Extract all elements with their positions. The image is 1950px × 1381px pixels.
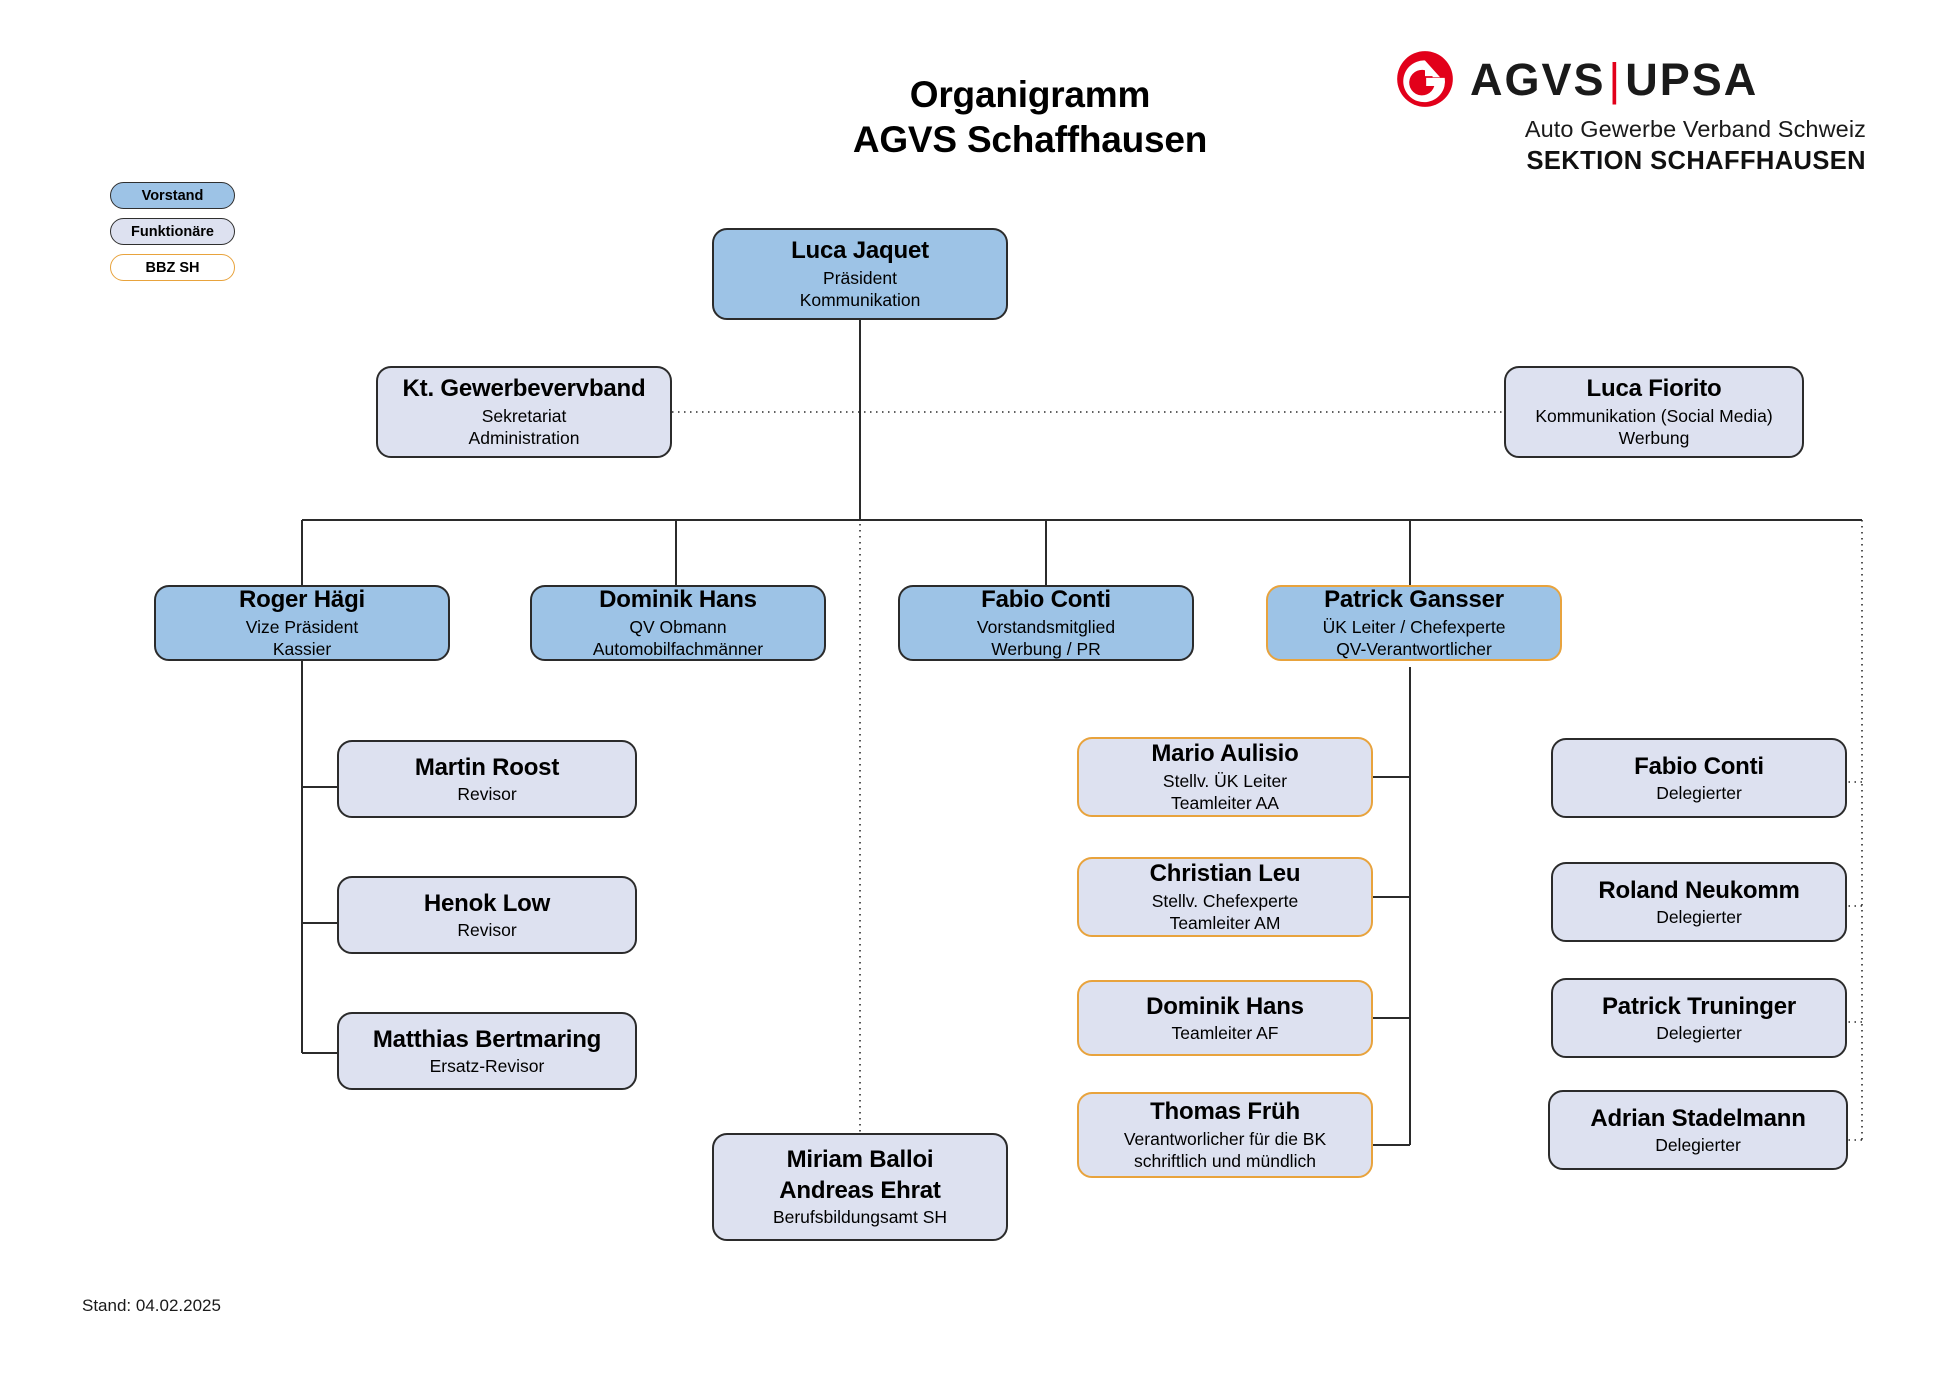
node-name-2: Andreas Ehrat: [779, 1176, 941, 1204]
node-roger-haegi[interactable]: Roger Hägi Vize Präsident Kassier: [154, 585, 450, 661]
node-name: Martin Roost: [414, 753, 560, 781]
node-role-1: Revisor: [457, 919, 517, 940]
node-name: Dominik Hans: [599, 586, 757, 614]
node-name: Patrick Gansser: [1324, 586, 1504, 614]
status-date: Stand: 04.02.2025: [82, 1296, 221, 1315]
node-name: Patrick Truninger: [1602, 992, 1796, 1020]
legend-item-funktionaere: Funktionäre: [110, 218, 235, 245]
node-dominik-hans-qv[interactable]: Dominik Hans QV Obmann Automobilfachmänn…: [530, 585, 826, 661]
node-name: Christian Leu: [1149, 860, 1301, 888]
node-thomas-frueh[interactable]: Thomas Früh Verantworlicher für die BK s…: [1077, 1092, 1373, 1178]
node-name: Thomas Früh: [1150, 1098, 1300, 1126]
node-role-1: Kommunikation (Social Media): [1535, 405, 1773, 426]
node-name: Luca Fiorito: [1586, 375, 1722, 403]
node-name: Roger Hägi: [238, 586, 366, 614]
node-role-2: Kassier: [272, 639, 332, 660]
node-role-2: Werbung / PR: [991, 639, 1101, 660]
node-martin-roost[interactable]: Martin Roost Revisor: [337, 740, 637, 818]
node-name: Matthias Bertmaring: [372, 1025, 602, 1053]
legend-label-vorstand: Vorstand: [141, 187, 204, 204]
node-role-2: Teamleiter AM: [1169, 913, 1281, 934]
node-role-1: Stellv. ÜK Leiter: [1162, 770, 1288, 791]
brand-logo: AGVS|UPSA Auto Gewerbe Verband Schweiz S…: [1396, 48, 1866, 176]
node-role-1: Delegierter: [1656, 906, 1742, 927]
node-role-1: Revisor: [457, 783, 517, 804]
node-role-1: Delegierter: [1656, 1022, 1742, 1043]
node-name: Miriam Balloi: [786, 1146, 934, 1174]
node-role-1: Teamleiter AF: [1171, 1022, 1279, 1043]
node-matthias-bertmaring[interactable]: Matthias Bertmaring Ersatz-Revisor: [337, 1012, 637, 1090]
logo-divider: |: [1608, 53, 1623, 105]
node-patrick-gansser[interactable]: Patrick Gansser ÜK Leiter / Chefexperte …: [1266, 585, 1562, 661]
node-name: Mario Aulisio: [1151, 740, 1299, 768]
legend-label-bbz-sh: BBZ SH: [145, 259, 200, 276]
title-line-1: Organigramm: [909, 74, 1151, 115]
node-role-1: Ersatz-Revisor: [429, 1055, 545, 1076]
node-role-1: Delegierter: [1655, 1134, 1741, 1155]
node-role-1: Sekretariat: [481, 405, 567, 426]
node-name: Fabio Conti: [1634, 752, 1764, 780]
node-role-1: Vorstandsmitglied: [976, 616, 1116, 637]
page-title: Organigramm AGVS Schaffhausen: [700, 72, 1360, 162]
node-kt-gewerbevervband[interactable]: Kt. Gewerbevervband Sekretariat Administ…: [376, 366, 672, 458]
node-role-2: Teamleiter AA: [1171, 793, 1279, 814]
node-fabio-conti-vorstand[interactable]: Fabio Conti Vorstandsmitglied Werbung / …: [898, 585, 1194, 661]
node-role-1: Delegierter: [1656, 782, 1742, 803]
node-roland-neukomm[interactable]: Roland Neukomm Delegierter: [1551, 862, 1847, 942]
node-role-1: Verantworlicher für die BK: [1123, 1128, 1327, 1149]
logo-section: SEKTION SCHAFFHAUSEN: [1526, 147, 1866, 175]
node-dominik-hans-af[interactable]: Dominik Hans Teamleiter AF: [1077, 980, 1373, 1056]
legend-item-bbz-sh: BBZ SH: [110, 254, 235, 281]
node-role-1: Vize Präsident: [245, 616, 359, 637]
node-name: Henok Low: [423, 889, 551, 917]
node-adrian-stadelmann[interactable]: Adrian Stadelmann Delegierter: [1548, 1090, 1848, 1170]
node-name: Luca Jaquet: [791, 237, 929, 265]
node-role-1: Stellv. Chefexperte: [1151, 890, 1299, 911]
node-role-1: Präsident: [823, 267, 897, 288]
logo-word-agvs: AGVS: [1470, 53, 1606, 105]
node-name: Kt. Gewerbevervband: [402, 375, 646, 403]
title-line-2: AGVS Schaffhausen: [852, 119, 1208, 161]
node-fabio-conti-delegierter[interactable]: Fabio Conti Delegierter: [1551, 738, 1847, 818]
logo-word-upsa: UPSA: [1625, 53, 1759, 105]
logo-wordmark: AGVS|UPSA: [1470, 57, 1758, 102]
node-praesident[interactable]: Luca Jaquet Präsident Kommunikation: [712, 228, 1008, 320]
legend: Vorstand Funktionäre BBZ SH: [110, 182, 235, 290]
node-christian-leu[interactable]: Christian Leu Stellv. Chefexperte Teamle…: [1077, 857, 1373, 937]
node-role-2: Automobilfachmänner: [592, 639, 764, 660]
legend-item-vorstand: Vorstand: [110, 182, 235, 209]
node-role-1: QV Obmann: [629, 616, 727, 637]
agvs-roundel-icon: [1397, 51, 1453, 107]
node-role-2: schriftlich und mündlich: [1134, 1151, 1316, 1172]
node-name: Roland Neukomm: [1598, 876, 1800, 904]
node-name: Dominik Hans: [1146, 992, 1304, 1020]
legend-label-funktionaere: Funktionäre: [131, 223, 214, 240]
logo-subtitle: Auto Gewerbe Verband Schweiz: [1524, 116, 1866, 142]
node-name: Fabio Conti: [981, 586, 1111, 614]
node-berufsbildungsamt-sh[interactable]: Miriam Balloi Andreas Ehrat Berufsbildun…: [712, 1133, 1008, 1241]
node-role-2: Administration: [468, 428, 580, 449]
node-role-1: ÜK Leiter / Chefexperte: [1322, 616, 1506, 637]
node-luca-fiorito[interactable]: Luca Fiorito Kommunikation (Social Media…: [1504, 366, 1804, 458]
node-role-2: Werbung: [1618, 428, 1690, 449]
node-role-1: Berufsbildungsamt SH: [772, 1206, 948, 1227]
node-role-2: QV-Verantwortlicher: [1336, 639, 1492, 660]
node-mario-aulisio[interactable]: Mario Aulisio Stellv. ÜK Leiter Teamleit…: [1077, 737, 1373, 817]
node-patrick-truninger[interactable]: Patrick Truninger Delegierter: [1551, 978, 1847, 1058]
logo-top-row: AGVS|UPSA: [1396, 48, 1866, 110]
node-henok-low[interactable]: Henok Low Revisor: [337, 876, 637, 954]
node-role-2: Kommunikation: [799, 290, 921, 311]
node-name: Adrian Stadelmann: [1590, 1104, 1806, 1132]
